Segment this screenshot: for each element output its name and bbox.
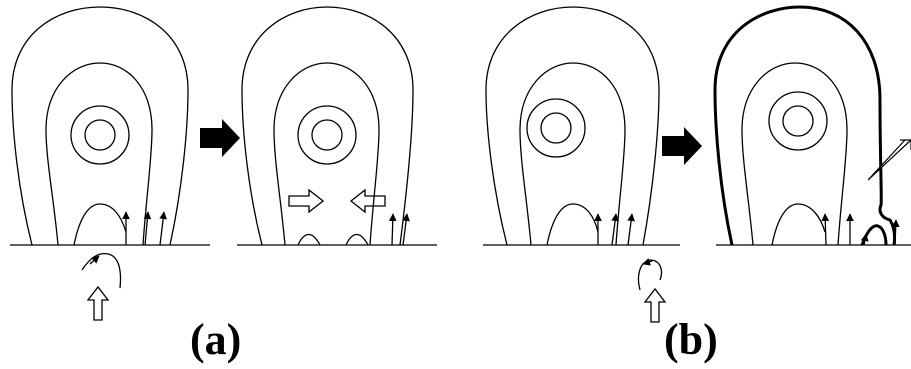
inner-field-loop bbox=[71, 106, 129, 164]
emerging-flux-loop bbox=[74, 204, 126, 245]
core-field-loop bbox=[312, 120, 342, 150]
panel-label-a: (a) bbox=[190, 318, 241, 362]
small-bump-right bbox=[346, 234, 368, 245]
panel-b1 bbox=[483, 7, 680, 322]
panel-a1 bbox=[10, 7, 210, 320]
core-field-loop bbox=[85, 120, 115, 150]
middle-field-loop bbox=[520, 63, 625, 245]
block-arrow-right-icon bbox=[662, 127, 702, 165]
emerging-flux-loop bbox=[772, 204, 825, 245]
hollow-arrow-up-icon bbox=[645, 289, 665, 322]
inner-field-loop bbox=[298, 106, 356, 164]
hollow-arrow-right-icon bbox=[289, 190, 323, 212]
small-bump-left bbox=[298, 234, 320, 245]
panel-a2 bbox=[237, 7, 437, 245]
field-arrow-1 bbox=[392, 214, 393, 245]
field-arrow-3 bbox=[628, 214, 632, 245]
subsurface-flux-loop bbox=[638, 260, 661, 290]
outer-field-loop bbox=[486, 7, 659, 245]
inner-field-loop bbox=[527, 99, 585, 157]
middle-field-loop bbox=[742, 63, 847, 245]
middle-field-loop bbox=[46, 63, 152, 245]
field-arrow-2 bbox=[612, 214, 616, 245]
subsurface-flux-loop bbox=[82, 254, 121, 288]
field-arrow-1 bbox=[825, 214, 826, 245]
panel-b2 bbox=[715, 7, 911, 245]
middle-field-loop bbox=[274, 63, 379, 245]
panel-label-b: (b) bbox=[664, 318, 718, 362]
block-arrow-right-icon bbox=[200, 119, 240, 157]
core-field-loop bbox=[783, 106, 813, 136]
reconnection-jet-arrow bbox=[868, 140, 911, 180]
outer-field-loop bbox=[242, 7, 413, 245]
hollow-arrow-left-icon bbox=[351, 190, 385, 212]
hollow-arrow-up-icon bbox=[88, 287, 108, 320]
outer-field-loop bbox=[12, 7, 188, 245]
core-field-loop bbox=[541, 113, 571, 143]
emerging-flux-loop bbox=[547, 204, 598, 245]
inner-field-loop bbox=[769, 92, 827, 150]
field-arrow-3 bbox=[160, 212, 164, 245]
